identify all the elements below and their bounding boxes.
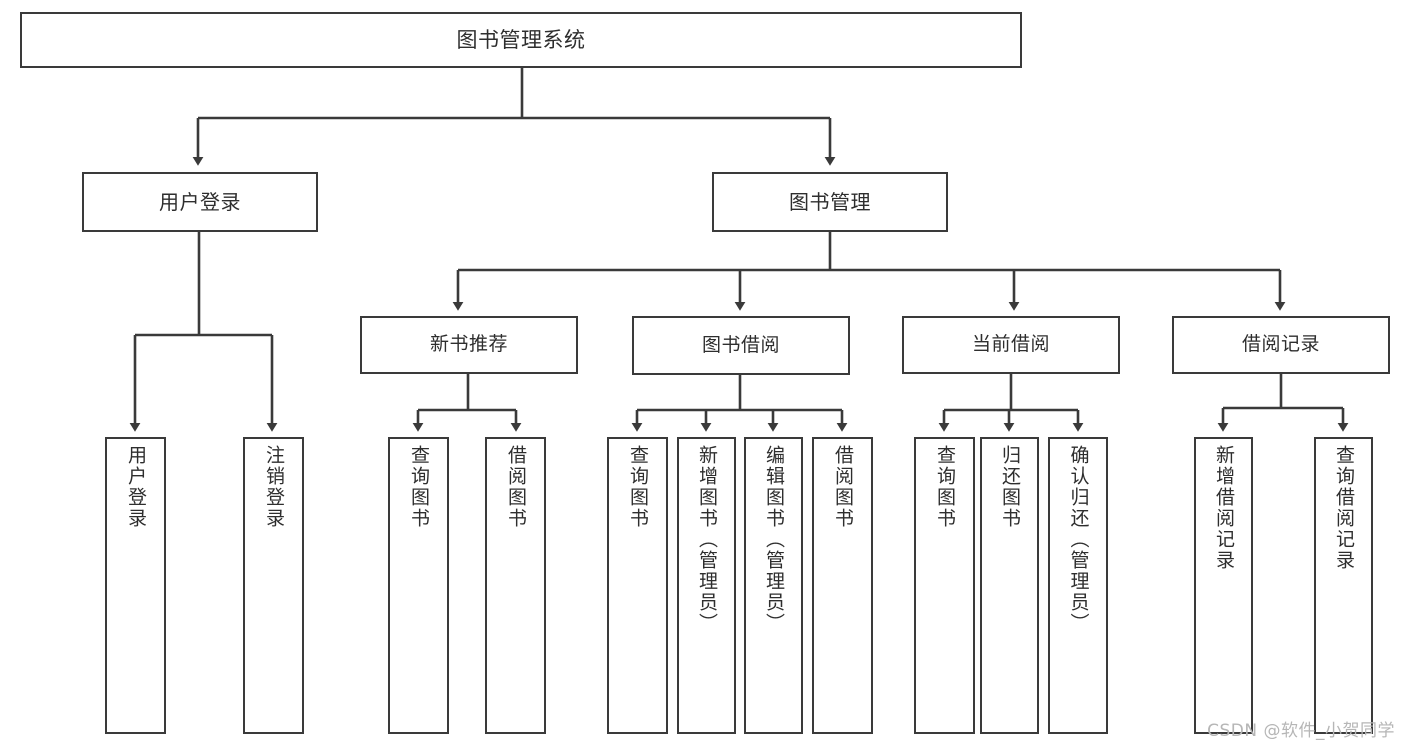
leaf-label: 借阅图书 [832,445,854,529]
leaf-book-borrow-query[interactable]: 查询图书 [607,437,668,734]
leaf-label: 编辑图书（管理员） [763,445,785,634]
leaf-label: 借阅图书 [505,445,527,529]
leaf-book-borrow-borrow[interactable]: 借阅图书 [812,437,873,734]
node-book-borrow[interactable]: 图书借阅 [632,316,850,375]
leaf-new-book-query[interactable]: 查询图书 [388,437,449,734]
leaf-label: 新增图书（管理员） [696,445,718,634]
leaf-borrow-record-query[interactable]: 查询借阅记录 [1314,437,1373,734]
leaf-label: 确认归还（管理员） [1067,445,1090,634]
node-current-borrow-label: 当前借阅 [971,333,1050,356]
node-root-label: 图书管理系统 [456,27,586,52]
leaf-label: 归还图书 [999,445,1021,529]
leaf-borrow-record-add[interactable]: 新增借阅记录 [1194,437,1253,734]
csdn-watermark: CSDN @软件_小贺同学 [1207,721,1395,741]
node-new-book-recommend-label: 新书推荐 [429,333,508,356]
node-borrow-record[interactable]: 借阅记录 [1172,316,1390,374]
leaf-current-borrow-query[interactable]: 查询图书 [914,437,975,734]
node-root[interactable]: 图书管理系统 [20,12,1022,68]
node-user-login-label: 用户登录 [159,189,241,214]
leaf-label: 用户登录 [125,445,147,529]
node-book-borrow-label: 图书借阅 [701,333,780,356]
leaf-label: 查询借阅记录 [1333,445,1355,571]
leaf-label: 查询图书 [408,445,430,529]
node-book-management[interactable]: 图书管理 [712,172,948,232]
node-current-borrow[interactable]: 当前借阅 [902,316,1120,374]
node-user-login[interactable]: 用户登录 [82,172,318,232]
leaf-label: 查询图书 [934,445,956,529]
leaf-current-borrow-confirm-return[interactable]: 确认归还（管理员） [1048,437,1108,734]
leaf-book-borrow-edit[interactable]: 编辑图书（管理员） [744,437,803,734]
leaf-user-login-logout[interactable]: 注销登录 [243,437,304,734]
leaf-current-borrow-return[interactable]: 归还图书 [980,437,1039,734]
leaf-new-book-borrow[interactable]: 借阅图书 [485,437,546,734]
node-new-book-recommend[interactable]: 新书推荐 [360,316,578,374]
leaf-label: 新增借阅记录 [1213,445,1235,571]
leaf-user-login-login[interactable]: 用户登录 [105,437,166,734]
node-borrow-record-label: 借阅记录 [1241,333,1320,356]
leaf-label: 注销登录 [263,445,285,529]
node-book-management-label: 图书管理 [789,189,871,214]
leaf-book-borrow-add[interactable]: 新增图书（管理员） [677,437,736,734]
leaf-label: 查询图书 [627,445,649,529]
